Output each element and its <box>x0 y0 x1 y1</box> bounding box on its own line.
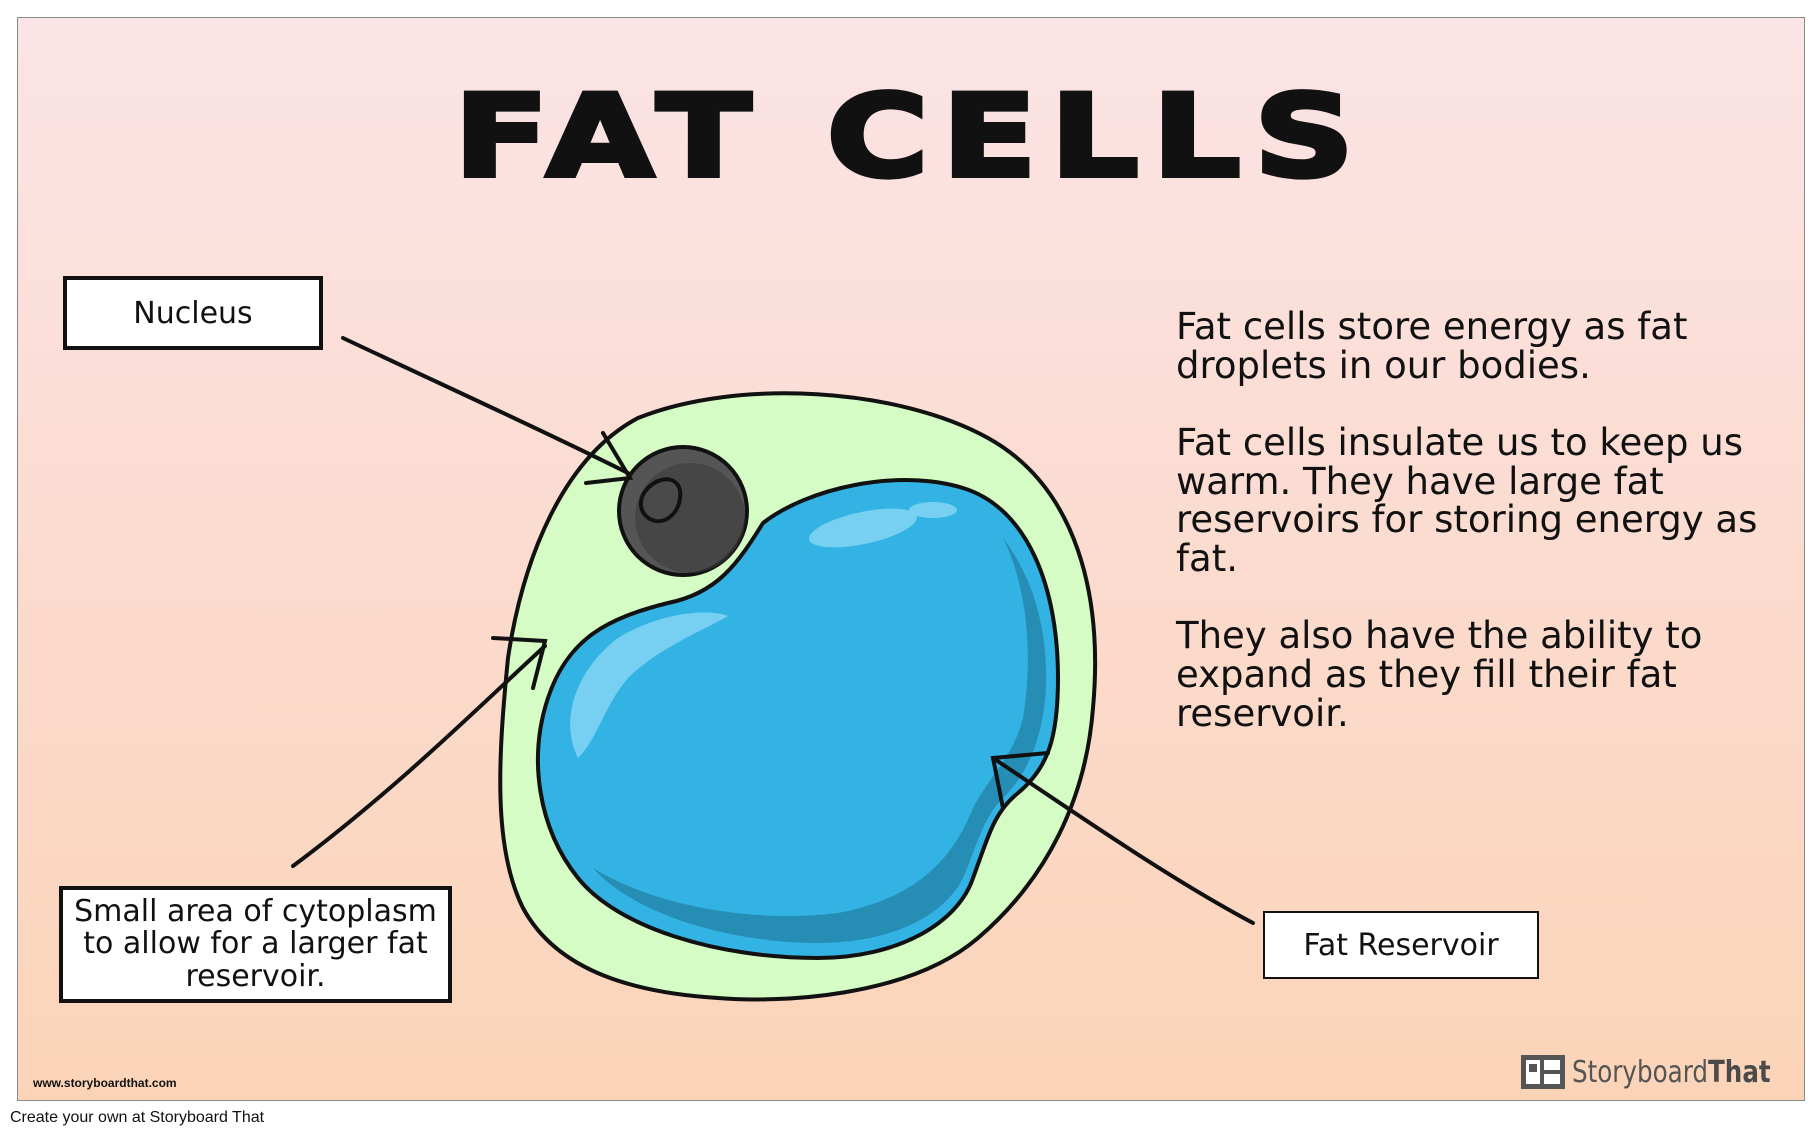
website-text[interactable]: www.storyboardthat.com <box>33 1076 177 1090</box>
storyboardthat-logo[interactable]: StoryboardThat <box>1520 1054 1792 1090</box>
brand-name: StoryboardThat <box>1572 1055 1771 1090</box>
reservoir-highlight <box>570 612 728 758</box>
cytoplasm-label: Small area of cytoplasm to allow for a l… <box>59 886 452 1003</box>
poster-title: FAT CELLS <box>451 70 1368 203</box>
arrow-fat-reservoir <box>990 751 1255 925</box>
fat-cell-diagram <box>291 336 1255 1002</box>
fat-reservoir-label: Fat Reservoir <box>1263 911 1539 979</box>
description-paragraph: Fat cells store energy as fat droplets i… <box>1176 305 1688 387</box>
brand-name-part2: That <box>1707 1054 1771 1090</box>
description-paragraph: They also have the ability to expand as … <box>1176 614 1703 735</box>
brand-name-part1: Storyboard <box>1571 1054 1708 1090</box>
nucleolus <box>639 477 683 524</box>
arrow-nucleus <box>341 336 634 485</box>
description-text: Fat cells store energy as fat droplets i… <box>1176 305 1786 772</box>
description-paragraph: Fat cells insulate us to keep us warm. T… <box>1176 420 1758 581</box>
arrow-cytoplasm <box>291 636 548 868</box>
storyboard-icon <box>1520 1055 1565 1089</box>
reservoir-highlight-small <box>809 508 917 548</box>
fat-reservoir <box>536 478 1061 961</box>
reservoir-highlight-dot <box>909 502 957 518</box>
nucleus-label: Nucleus <box>63 276 323 350</box>
poster: FAT CELLS Nucleus Small area of cytopla <box>17 17 1805 1101</box>
footer-text[interactable]: Create your own at Storyboard That <box>10 1109 265 1126</box>
